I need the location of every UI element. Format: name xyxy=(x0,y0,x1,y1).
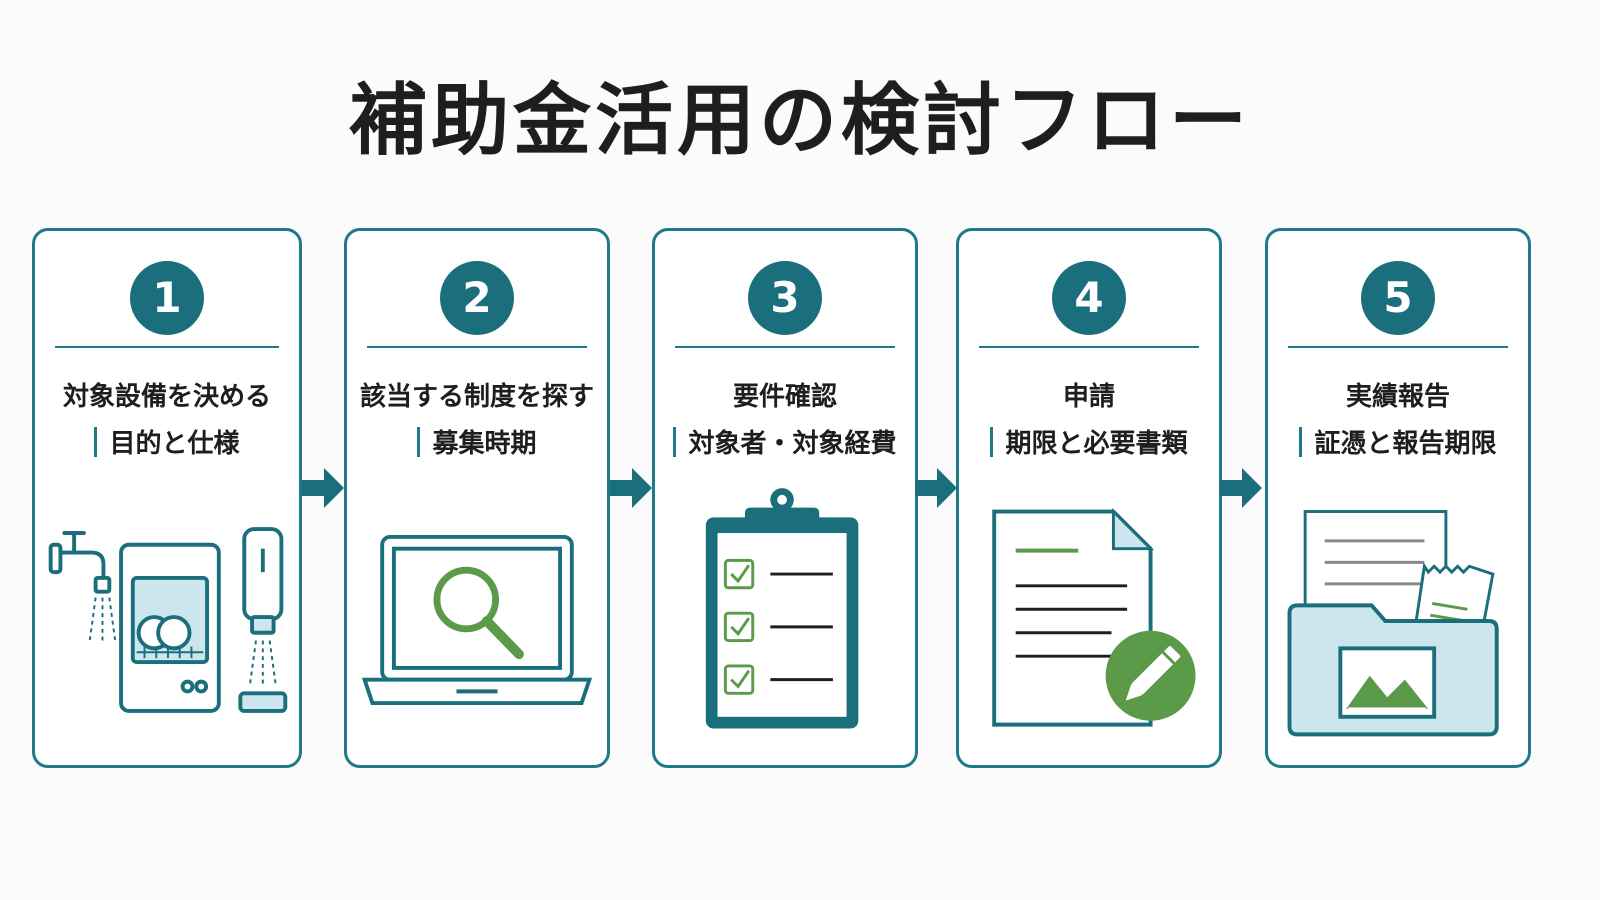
step-title: 申請 xyxy=(1062,382,1115,412)
divider xyxy=(675,346,895,348)
arrow-right-icon xyxy=(302,468,344,508)
step-subtitle: 証憑と報告期限 xyxy=(1268,423,1528,460)
divider xyxy=(1288,346,1508,348)
step-card-4: 4 申請 期限と必要書類 xyxy=(956,228,1222,768)
step-card-3: 3 要件確認 対象者・対象経費 xyxy=(652,228,918,768)
step-title: 該当する制度を探す xyxy=(359,382,594,412)
step-card-5: 5 実績報告 証憑と報告期限 xyxy=(1265,228,1531,768)
step-number-badge: 1 xyxy=(130,261,204,335)
step-title: 実績報告 xyxy=(1345,382,1450,412)
step-subtitle: 目的と仕様 xyxy=(35,423,299,460)
equipment-icon xyxy=(48,527,288,713)
step-number-badge: 5 xyxy=(1361,261,1435,335)
step-number-badge: 2 xyxy=(440,261,514,335)
clipboard-checklist-icon xyxy=(705,488,859,729)
step-title: 要件確認 xyxy=(732,382,837,412)
divider xyxy=(367,346,587,348)
document-pencil-icon xyxy=(992,507,1196,727)
step-subtitle: 期限と必要書類 xyxy=(959,423,1219,460)
step-card-2: 2 該当する制度を探す 募集時期 xyxy=(344,228,610,768)
step-subtitle: 対象者・対象経費 xyxy=(655,423,915,460)
folder-receipt-icon xyxy=(1287,510,1499,737)
arrow-right-icon xyxy=(610,468,652,508)
step-number-badge: 3 xyxy=(748,261,822,335)
step-subtitle: 募集時期 xyxy=(347,423,607,460)
divider xyxy=(979,346,1199,348)
page-title: 補助金活用の検討フロー xyxy=(348,76,1251,166)
step-number-badge: 4 xyxy=(1052,261,1126,335)
laptop-search-icon xyxy=(361,534,593,706)
step-card-1: 1 対象設備を決める 目的と仕様 xyxy=(32,228,302,768)
divider xyxy=(55,346,279,348)
arrow-right-icon xyxy=(915,468,957,508)
step-title: 対象設備を決める xyxy=(62,382,271,412)
arrow-right-icon xyxy=(1220,468,1262,508)
